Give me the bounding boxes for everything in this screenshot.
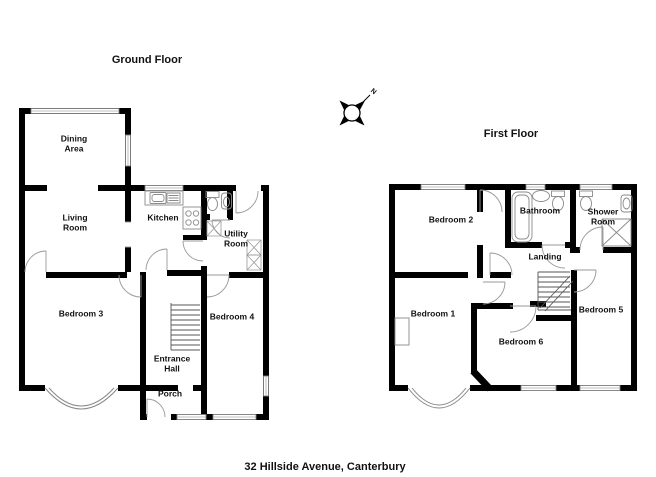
hob-burner xyxy=(185,210,192,217)
wash-basin-bowl xyxy=(223,196,230,208)
compass-arm-se xyxy=(354,115,365,126)
kitchen-fixtures xyxy=(144,190,202,230)
room-label-living-room: Living Room xyxy=(62,212,88,232)
kitchen-counter xyxy=(144,190,184,206)
hob-burner xyxy=(185,219,192,226)
room-label-dining-area: Dining Area xyxy=(60,133,88,153)
toilet-bowl xyxy=(580,196,592,211)
shower-room-fixtures xyxy=(579,190,633,247)
toilet-cistern xyxy=(551,190,565,197)
compass-rose xyxy=(339,94,371,126)
first-floor-walls xyxy=(389,184,637,391)
bedroom1-wardrobe xyxy=(394,317,410,346)
room-label-bedroom-4: Bedroom 4 xyxy=(209,311,255,322)
shower-enclosure xyxy=(601,218,632,247)
draining-board xyxy=(166,192,181,204)
first-floor-plan xyxy=(389,184,637,409)
room-label-shower-room: Shower Room xyxy=(587,206,619,226)
first-floor-window-midlines xyxy=(421,186,620,389)
room-label-bathroom: Bathroom xyxy=(519,205,561,216)
ground-floor-bay-window xyxy=(44,387,119,410)
room-label-landing: Landing xyxy=(528,251,562,262)
wash-basin-bowl xyxy=(622,197,631,210)
toilet-cistern xyxy=(205,191,220,198)
room-label-bedroom-3: Bedroom 3 xyxy=(58,308,104,319)
toilet-bowl xyxy=(552,196,564,211)
room-label-bedroom-5: Bedroom 5 xyxy=(578,304,624,315)
wc-fixtures xyxy=(205,191,232,211)
compass-north-line xyxy=(362,94,371,103)
compass-arm-nw xyxy=(339,100,350,111)
ground-floor-title: Ground Floor xyxy=(111,54,183,66)
room-label-bedroom-1: Bedroom 1 xyxy=(410,308,456,319)
hob-burner xyxy=(192,210,200,217)
property-address: 32 Hillside Avenue, Canterbury xyxy=(244,461,406,473)
kitchen-sink-bowl xyxy=(151,194,165,202)
ground-floor-walls xyxy=(19,108,269,420)
bathtub xyxy=(511,191,533,243)
room-label-porch: Porch xyxy=(157,388,183,399)
toilet-bowl xyxy=(207,197,218,211)
cooker-hob xyxy=(182,206,202,230)
room-label-entrance-hall: Entrance Hall xyxy=(153,353,191,373)
wash-basin xyxy=(532,190,550,202)
first-floor-staircase xyxy=(537,271,574,312)
first-floor-angled-wall xyxy=(470,368,493,392)
first-floor-title: First Floor xyxy=(483,128,539,140)
bathroom-fixtures xyxy=(511,190,565,243)
first-floor-bay-window xyxy=(407,387,471,409)
appliance-box xyxy=(246,254,262,271)
kitchen-sink xyxy=(149,192,167,204)
room-label-utility-room: Utility Room xyxy=(223,228,249,248)
wash-basin xyxy=(620,194,633,213)
ground-floor-staircase xyxy=(170,303,200,351)
bathtub-inner xyxy=(514,194,530,240)
compass-arm-sw xyxy=(339,115,350,126)
ground-floor-plan xyxy=(19,108,269,420)
first-floor-door-arcs xyxy=(479,189,604,333)
appliance-box xyxy=(246,239,262,256)
compass-arm-ne xyxy=(354,100,365,111)
ground-floor-window-midlines xyxy=(31,110,267,418)
hob-burner xyxy=(192,219,200,226)
appliance-box xyxy=(206,220,222,237)
ground-floor-door-arcs xyxy=(24,190,259,418)
ground-floor-windows xyxy=(30,108,269,420)
utility-appliances xyxy=(206,220,262,271)
compass-circle xyxy=(343,104,361,122)
room-label-kitchen: Kitchen xyxy=(147,212,179,223)
room-label-bedroom-2: Bedroom 2 xyxy=(428,214,474,225)
wash-basin xyxy=(221,192,232,210)
room-label-bedroom-6: Bedroom 6 xyxy=(498,336,544,347)
toilet-cistern xyxy=(579,190,593,197)
